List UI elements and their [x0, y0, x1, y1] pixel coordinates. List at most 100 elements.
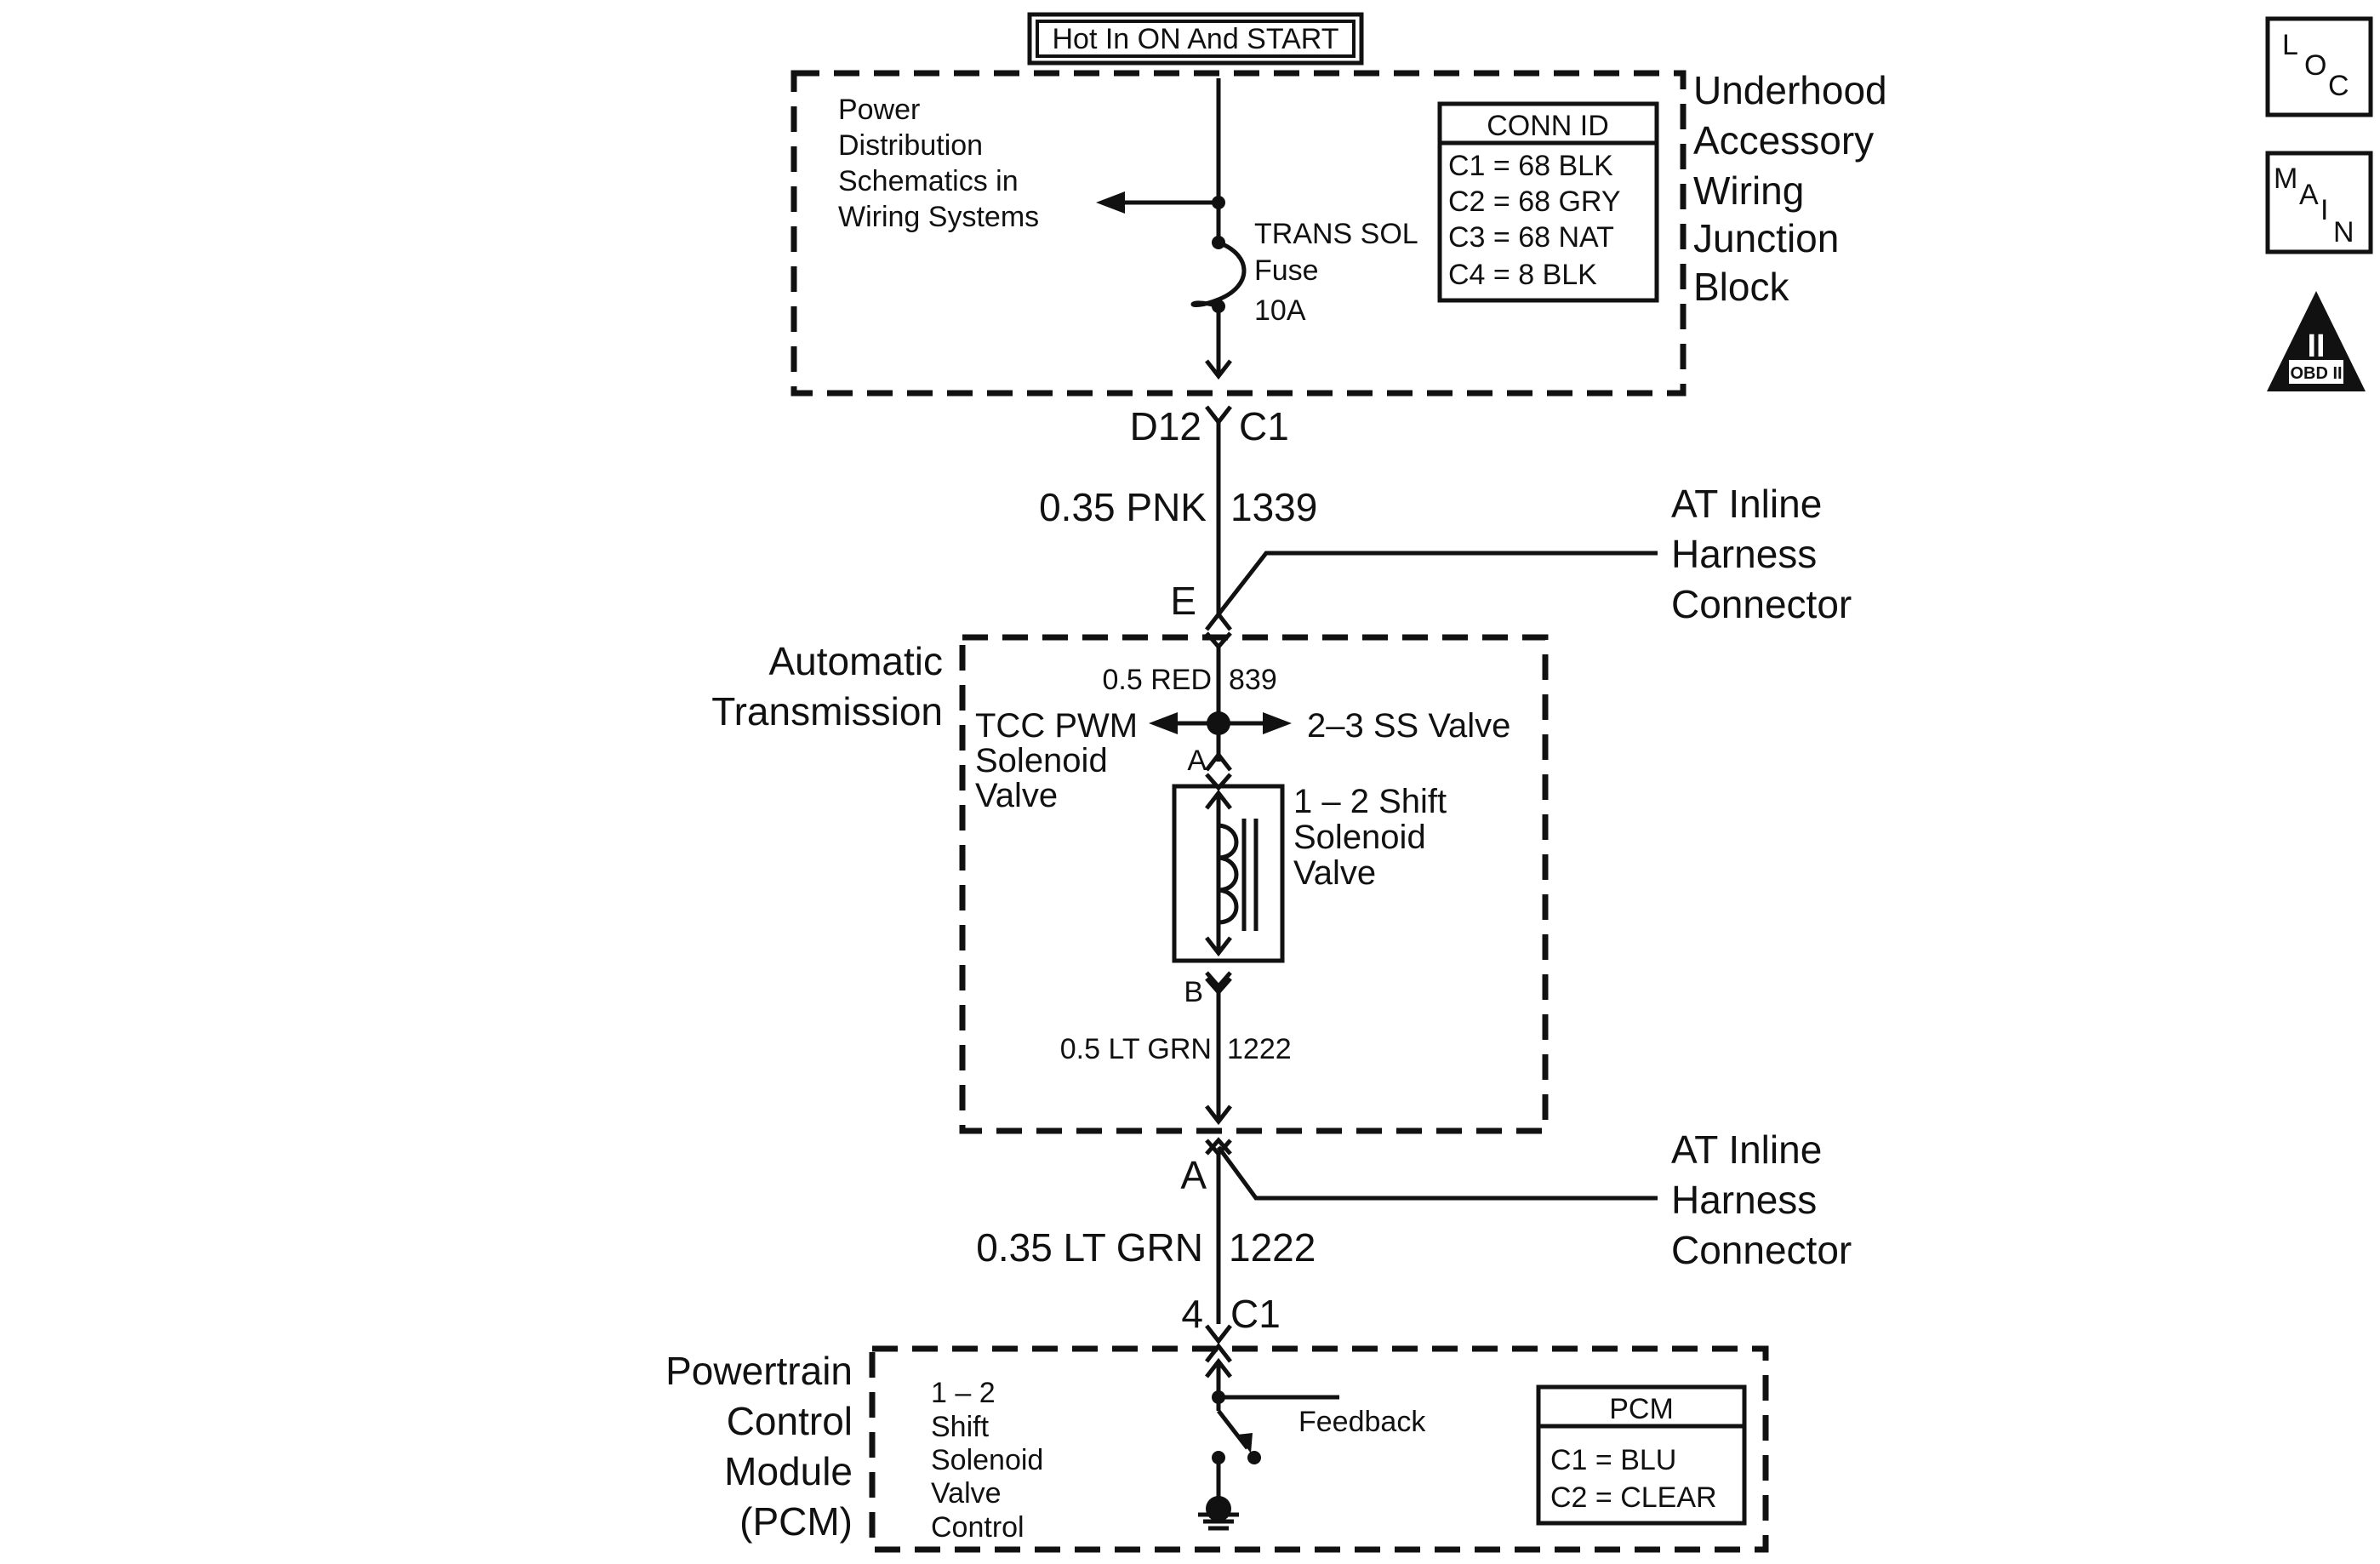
- svg-text:A: A: [1187, 745, 1207, 777]
- svg-text:N: N: [2333, 216, 2354, 248]
- svg-text:Solenoid: Solenoid: [975, 742, 1108, 779]
- svg-text:1 – 2: 1 – 2: [931, 1377, 996, 1409]
- svg-text:Module: Module: [724, 1449, 853, 1493]
- transmission-title: Automatic Transmission: [711, 639, 943, 733]
- conn-id-row: C1 = 68 BLK: [1448, 150, 1613, 182]
- conn-id-row: C2 = 68 GRY: [1448, 186, 1621, 218]
- svg-text:Connector: Connector: [1671, 582, 1852, 626]
- inline-connector-upper: E AT Inline Harness Connector: [1170, 482, 1852, 650]
- inline-lower-pin: A: [1180, 1153, 1207, 1197]
- svg-text:Underhood: Underhood: [1693, 68, 1887, 112]
- loc-icon[interactable]: L O C: [2265, 16, 2373, 117]
- svg-text:I: I: [2320, 194, 2328, 226]
- wire-lower-gauge: 0.35 LT GRN: [976, 1225, 1203, 1270]
- svg-text:10A: 10A: [1254, 294, 1306, 327]
- arrow-right-icon: [1263, 712, 1292, 734]
- svg-text:Power: Power: [838, 94, 920, 126]
- svg-text:C: C: [2328, 70, 2349, 102]
- svg-text:Distribution: Distribution: [838, 129, 983, 162]
- svg-text:Harness: Harness: [1671, 532, 1817, 576]
- svg-text:Wiring: Wiring: [1693, 168, 1804, 213]
- svg-text:AT Inline: AT Inline: [1671, 1127, 1822, 1172]
- svg-text:Control: Control: [727, 1399, 853, 1443]
- conn-id-row: C3 = 68 NAT: [1448, 221, 1614, 254]
- svg-text:D12: D12: [1130, 404, 1201, 448]
- svg-text:L: L: [2282, 29, 2298, 61]
- svg-text:(PCM): (PCM): [739, 1499, 853, 1544]
- svg-text:Schematics in: Schematics in: [838, 165, 1019, 197]
- conn-id-header: CONN ID: [1487, 110, 1609, 142]
- svg-text:Valve: Valve: [1293, 854, 1376, 892]
- svg-text:C1: C1: [1239, 404, 1289, 448]
- solenoid-pin-b: B: [1184, 971, 1232, 1008]
- svg-text:M: M: [2274, 163, 2297, 195]
- solenoid-pin-a: A: [1187, 735, 1232, 791]
- wire-upper-circuit: 1339: [1230, 485, 1317, 529]
- svg-text:Powertrain: Powertrain: [665, 1349, 853, 1393]
- svg-text:Shift: Shift: [931, 1411, 990, 1443]
- arrow-down-icon: [1205, 359, 1232, 380]
- svg-text:O: O: [2304, 49, 2326, 82]
- pcm-table-row: C2 = CLEAR: [1550, 1481, 1717, 1514]
- svg-text:Connector: Connector: [1671, 1228, 1852, 1272]
- connector-d12-c1: D12 C1: [1130, 404, 1289, 448]
- obd-ii-icon[interactable]: II OBD II: [2267, 291, 2366, 391]
- svg-text:Valve: Valve: [975, 777, 1058, 814]
- power-distribution-reference: Power Distribution Schematics in Wiring …: [838, 94, 1039, 233]
- svg-text:Wiring Systems: Wiring Systems: [838, 201, 1039, 233]
- connector-pcm-c1: 4 C1: [1181, 1292, 1281, 1363]
- pcm-title: Powertrain Control Module (PCM): [665, 1349, 853, 1544]
- wire-839-gauge: 0.5 RED: [1103, 664, 1213, 696]
- svg-text:B: B: [1184, 976, 1203, 1008]
- wire-1222-internal-gauge: 0.5 LT GRN: [1060, 1033, 1212, 1065]
- pcm-boundary: [869, 1345, 1769, 1553]
- svg-text:A: A: [2299, 179, 2319, 211]
- wire-839-circuit: 839: [1229, 664, 1277, 696]
- solenoid-coil-icon: [1172, 784, 1285, 963]
- transmission-boundary: [959, 634, 1549, 1134]
- svg-text:Harness: Harness: [1671, 1178, 1817, 1222]
- svg-text:Control: Control: [931, 1511, 1024, 1544]
- svg-text:Junction: Junction: [1693, 216, 1839, 260]
- svg-text:TRANS SOL: TRANS SOL: [1254, 218, 1418, 250]
- wire-1222-internal-circuit: 1222: [1227, 1033, 1292, 1065]
- pcm-table-header: PCM: [1609, 1393, 1674, 1425]
- arrow-left-icon: [1149, 712, 1178, 734]
- svg-text:AT Inline: AT Inline: [1671, 482, 1822, 526]
- pcm-table-row: C1 = BLU: [1550, 1444, 1676, 1476]
- wire-lower-circuit: 1222: [1229, 1225, 1316, 1270]
- main-icon[interactable]: M A I N: [2265, 151, 2373, 254]
- junction-block-boundary: [790, 70, 1687, 397]
- ss-valve-label: 2–3 SS Valve: [1307, 707, 1510, 745]
- svg-text:C1: C1: [1230, 1292, 1281, 1336]
- arrow-down-icon: [1205, 1105, 1232, 1126]
- svg-text:Automatic: Automatic: [768, 639, 943, 683]
- solenoid-label: 1 – 2 Shift Solenoid Valve: [1293, 783, 1447, 892]
- pcm-driver-switch: [1205, 1357, 1339, 1499]
- feedback-label: Feedback: [1298, 1406, 1426, 1438]
- inline-connector-lower: A AT Inline Harness Connector: [1180, 1127, 1852, 1272]
- wire-upper-gauge: 0.35 PNK: [1039, 485, 1207, 529]
- arrow-left-icon: [1096, 191, 1125, 214]
- svg-text:Solenoid: Solenoid: [931, 1444, 1043, 1476]
- svg-text:Accessory: Accessory: [1693, 118, 1874, 163]
- svg-text:OBD II: OBD II: [2290, 364, 2342, 383]
- hot-in-label-box: Hot In ON And START: [1027, 12, 1364, 66]
- pcm-control-label: 1 – 2 Shift Solenoid Valve Control: [931, 1377, 1043, 1544]
- conn-id-table: CONN ID C1 = 68 BLK C2 = 68 GRY C3 = 68 …: [1437, 101, 1659, 303]
- fuse-label: TRANS SOL Fuse 10A: [1254, 218, 1418, 327]
- conn-id-row: C4 = 8 BLK: [1448, 259, 1597, 291]
- svg-text:II: II: [2307, 328, 2325, 364]
- svg-text:Transmission: Transmission: [711, 689, 943, 733]
- hot-in-label: Hot In ON And START: [1053, 23, 1339, 55]
- svg-text:Block: Block: [1693, 265, 1789, 309]
- inline-upper-pin: E: [1170, 579, 1196, 623]
- svg-text:Solenoid: Solenoid: [1293, 819, 1426, 856]
- fuse-icon: [1190, 236, 1247, 313]
- ground-icon: [1198, 1496, 1239, 1531]
- svg-text:Valve: Valve: [931, 1477, 1002, 1510]
- svg-text:4: 4: [1181, 1292, 1203, 1336]
- svg-text:TCC PWM: TCC PWM: [975, 707, 1138, 745]
- pcm-connector-table: PCM C1 = BLU C2 = CLEAR: [1536, 1384, 1747, 1526]
